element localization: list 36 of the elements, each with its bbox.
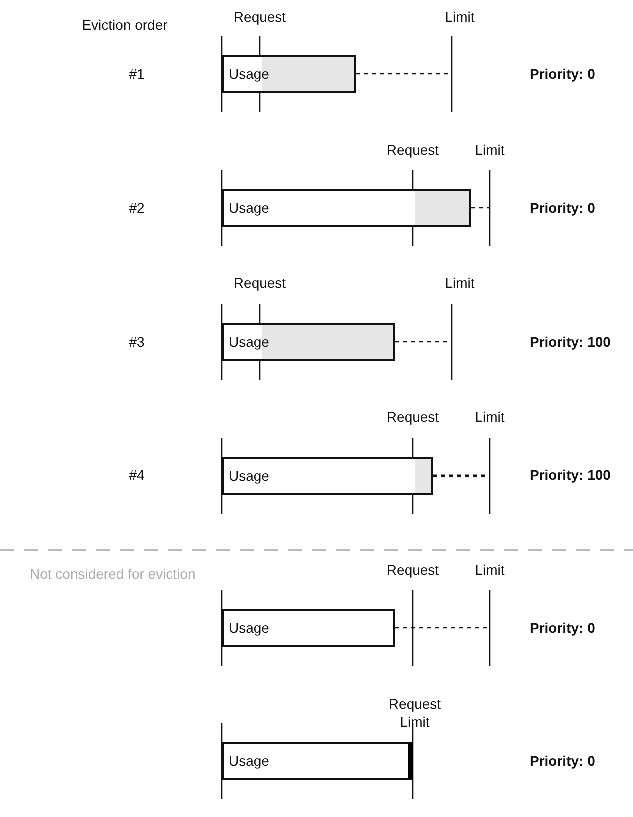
axis-label: Request	[388, 696, 442, 712]
axis-label: Request	[386, 562, 440, 578]
axis-label: Limit	[445, 9, 475, 25]
usage-bar	[222, 189, 471, 227]
axis-label: Request	[386, 142, 440, 158]
usage-bar	[222, 323, 395, 361]
axis-label: Limit	[475, 142, 505, 158]
usage-bar	[222, 55, 356, 93]
priority-label: Priority: 0	[530, 66, 596, 82]
axis-label: Limit	[475, 409, 505, 425]
axis-label: Request	[234, 9, 286, 25]
axis-label: Limit	[445, 275, 475, 291]
priority-label: Priority: 0	[530, 200, 596, 216]
bar-label: Usage	[229, 66, 270, 82]
bar-label: Usage	[229, 334, 270, 350]
order-number: #1	[129, 66, 145, 82]
bar-label: Usage	[229, 200, 270, 216]
axis-label: Limit	[475, 562, 505, 578]
order-number: #2	[129, 200, 145, 216]
axis-label: Request	[234, 275, 286, 291]
bar-label: Usage	[229, 620, 270, 636]
priority-label: Priority: 100	[530, 467, 611, 483]
bar-label: Usage	[229, 753, 270, 769]
bar-label: Usage	[229, 468, 270, 484]
column-heading: Eviction order	[82, 17, 168, 33]
section-note: Not considered for eviction	[30, 566, 196, 582]
axis-label: Limit	[400, 714, 430, 730]
priority-label: Priority: 0	[530, 753, 596, 769]
order-number: #3	[129, 334, 145, 350]
axis-label: Request	[386, 409, 440, 425]
usage-bar	[222, 742, 413, 780]
priority-label: Priority: 100	[530, 334, 611, 350]
usage-bar	[222, 457, 433, 495]
usage-bar	[222, 609, 395, 647]
order-number: #4	[129, 467, 145, 483]
priority-label: Priority: 0	[530, 620, 596, 636]
